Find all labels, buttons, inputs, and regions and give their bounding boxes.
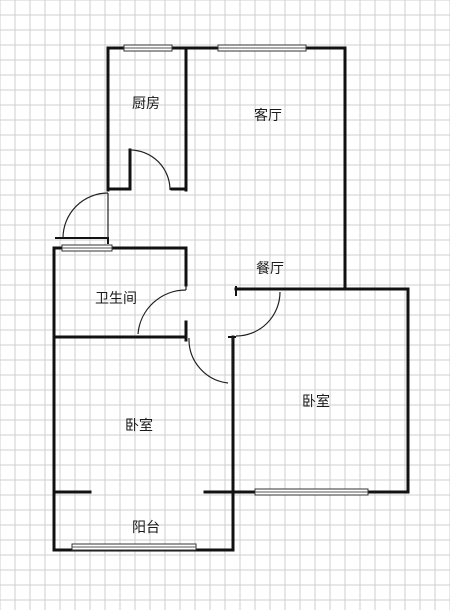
room-labels: 厨房 客厅 餐厅 卫生间 卧室 卧室 阳台 [95, 96, 330, 536]
window-bathroom [61, 244, 113, 252]
doors [62, 149, 281, 384]
label-dining-room: 餐厅 [256, 261, 284, 277]
window-bedroom-right [254, 488, 369, 496]
windows [61, 44, 369, 551]
window-balcony [71, 543, 197, 551]
label-kitchen: 厨房 [132, 96, 160, 112]
label-bedroom-right: 卧室 [302, 393, 330, 410]
window-living [217, 44, 307, 52]
wall-entry-stub [55, 237, 109, 244]
label-balcony: 阳台 [132, 520, 160, 536]
label-bedroom-left: 卧室 [125, 417, 153, 434]
door-kitchen [129, 149, 171, 191]
label-living-room: 客厅 [254, 107, 282, 124]
door-bathroom [137, 285, 187, 335]
window-kitchen [123, 44, 173, 52]
door-bedroom-left [188, 337, 233, 384]
label-bathroom: 卫生间 [95, 291, 137, 307]
door-bedroom-right [232, 291, 281, 340]
door-entry [62, 192, 109, 239]
